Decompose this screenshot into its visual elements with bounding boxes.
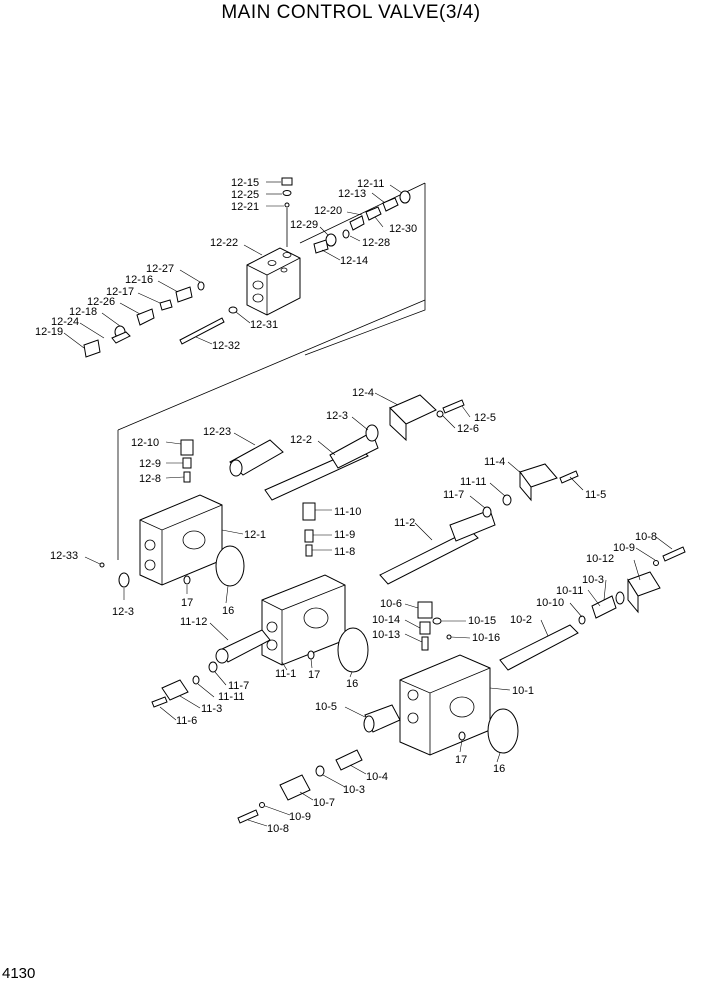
label-17-c: 17 (455, 754, 467, 766)
label-10-3-bottom: 10-3 (343, 784, 365, 796)
label-12-10: 12-10 (131, 437, 159, 449)
label-12-30: 12-30 (389, 223, 417, 235)
spool-10-2 (499, 624, 579, 671)
label-12-26: 12-26 (87, 296, 115, 308)
label-12-16: 12-16 (125, 274, 153, 286)
label-10-8-bottom: 10-8 (267, 823, 289, 835)
label-12-20: 12-20 (314, 205, 342, 217)
leader-lines (63, 181, 673, 827)
parts-10-6-10-16 (417, 601, 452, 651)
label-11-5: 11-5 (585, 489, 606, 501)
valve-body-12-1 (99, 494, 245, 588)
label-12-14: 12-14 (340, 255, 368, 267)
label-17-b: 17 (308, 669, 320, 681)
label-12-19: 12-19 (35, 326, 63, 338)
label-11-11-bottom: 11-11 (218, 691, 245, 703)
label-12-5: 12-5 (474, 412, 496, 424)
label-10-16: 10-16 (472, 632, 500, 644)
label-12-6: 12-6 (457, 423, 479, 435)
label-10-8-top: 10-8 (635, 531, 657, 543)
label-12-23: 12-23 (203, 426, 231, 438)
label-12-3-top: 12-3 (326, 410, 348, 422)
label-10-11: 10-11 (556, 585, 583, 597)
label-11-9: 11-9 (334, 529, 355, 541)
label-12-17: 12-17 (106, 286, 134, 298)
label-11-8: 11-8 (334, 546, 355, 558)
label-11-10: 11-10 (334, 506, 361, 518)
label-12-21: 12-21 (231, 201, 259, 213)
label-10-9-bottom: 10-9 (289, 811, 311, 823)
page-title: MAIN CONTROL VALVE(3/4) (221, 2, 481, 23)
cover-10-12 (578, 546, 686, 625)
parts-10-5-10-7 (237, 704, 401, 824)
label-12-24: 12-24 (51, 316, 79, 328)
label-12-29: 12-29 (290, 219, 318, 231)
valve-body-11-1 (151, 574, 369, 708)
label-12-27: 12-27 (146, 263, 174, 275)
label-11-11-top: 11-11 (460, 476, 487, 488)
page-number: 4130 (2, 965, 36, 982)
label-12-18: 12-18 (69, 306, 97, 318)
label-12-33: 12-33 (50, 550, 78, 562)
label-12-28: 12-28 (362, 237, 390, 249)
label-12-1: 12-1 (244, 529, 266, 541)
label-17-a: 17 (181, 597, 193, 609)
label-12-2: 12-2 (290, 434, 312, 446)
parts-12-10-12-8 (180, 439, 194, 483)
label-10-2: 10-2 (510, 614, 532, 626)
cover-12-4 (365, 394, 465, 442)
label-12-31: 12-31 (250, 319, 278, 331)
label-11-3: 11-3 (201, 703, 222, 715)
upper-small-parts (83, 177, 426, 560)
label-11-6: 11-6 (176, 715, 197, 727)
label-12-32: 12-32 (212, 340, 240, 352)
label-10-13: 10-13 (372, 629, 400, 641)
label-10-7: 10-7 (313, 797, 335, 809)
label-12-4: 12-4 (352, 387, 374, 399)
spool-12-2 (264, 431, 379, 501)
label-10-5: 10-5 (315, 701, 337, 713)
label-12-9: 12-9 (139, 458, 161, 470)
label-11-1: 11-1 (275, 668, 296, 680)
cover-11-4 (482, 463, 579, 518)
label-12-22: 12-22 (210, 237, 238, 249)
label-12-25: 12-25 (231, 189, 259, 201)
label-11-4: 11-4 (484, 456, 505, 468)
label-12-11: 12-11 (357, 178, 384, 190)
label-10-1: 10-1 (512, 685, 534, 697)
label-16-a: 16 (222, 605, 234, 617)
label-10-6: 10-6 (380, 598, 402, 610)
spool-11-2 (379, 509, 496, 585)
label-10-14: 10-14 (372, 614, 400, 626)
part-12-23 (229, 439, 284, 477)
part-labels: 12-15 12-25 12-21 12-11 12-13 12-20 12-2… (35, 177, 657, 835)
label-11-7-bottom: 11-7 (228, 680, 249, 692)
label-11-2: 11-2 (394, 517, 415, 529)
label-12-3-left: 12-3 (112, 606, 134, 618)
valve-body-10-1 (399, 654, 519, 756)
label-10-9-top: 10-9 (613, 542, 635, 554)
label-11-7-top: 11-7 (443, 489, 464, 501)
label-10-10: 10-10 (536, 597, 564, 609)
label-10-3-right: 10-3 (582, 574, 604, 586)
parts-11-10-11-8 (302, 502, 316, 557)
label-16-c: 16 (493, 763, 505, 775)
label-12-13: 12-13 (338, 188, 366, 200)
label-10-15: 10-15 (468, 615, 496, 627)
label-12-8: 12-8 (139, 473, 161, 485)
label-10-12: 10-12 (586, 553, 614, 565)
label-11-12: 11-12 (180, 616, 207, 628)
label-10-4: 10-4 (366, 771, 388, 783)
label-16-b: 16 (346, 678, 358, 690)
label-12-15: 12-15 (231, 177, 259, 189)
